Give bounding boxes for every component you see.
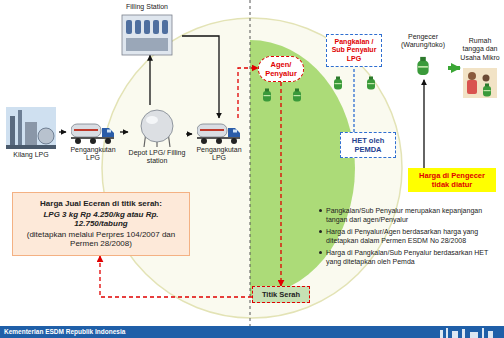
- node-text: Rumah tangga dan Usaha Mikro: [460, 37, 500, 62]
- flow-connector: [353, 67, 354, 132]
- cylinder-icon: [367, 77, 375, 90]
- flow-connector: [280, 82, 281, 286]
- transport-node: Pengangkutan LPG: [66, 118, 120, 164]
- node-text: LPG 3 kg Rp 4.250/kg atau Rp. 12.750/tab…: [19, 210, 183, 229]
- flow-connector: [423, 80, 424, 168]
- flow-connector: [120, 131, 128, 132]
- depot-node: Depot LPG/ Filling station: [128, 105, 186, 167]
- refinery-node: Kilang LPG: [3, 105, 59, 160]
- cylinder-icon: [334, 77, 342, 90]
- agent-box: Agen/ Penyalur: [258, 56, 304, 82]
- flow-connector: [186, 133, 192, 134]
- truck-picture: [71, 124, 114, 144]
- footer-skyline: [440, 328, 493, 338]
- flow-connector: [59, 131, 66, 132]
- node-text: Harga di Pengecer tidak diatur: [411, 171, 493, 189]
- flow-connector: [149, 55, 150, 105]
- filling-station-picture: [122, 15, 172, 55]
- node-text: Harga Jual Eceran di titik serah:: [19, 199, 183, 209]
- bullet-list: Pangkalan/Sub Penyalur merupakan kepanja…: [318, 206, 500, 270]
- region-circle: [102, 18, 402, 318]
- cylinder-icon: [263, 89, 271, 102]
- cylinder-icon: [417, 57, 428, 75]
- footer-bar: [0, 326, 504, 338]
- divider-line: [250, 0, 251, 326]
- flow-connector: [182, 36, 219, 118]
- node-text: Pangkalan / Sub Penyalur LPG: [330, 38, 378, 63]
- price-box: Harga Jual Eceran di titik serah:LPG 3 k…: [12, 192, 190, 256]
- node-text: Pengangkutan LPG: [66, 146, 120, 163]
- flow-connector: [238, 68, 258, 118]
- node-text: Pengangkutan LPG: [192, 146, 246, 163]
- retailer-node: Pengecer (Warung/toko): [398, 32, 448, 80]
- node-text: Depot LPG/ Filling station: [128, 149, 186, 166]
- footer-text: Kementerian ESDM Republik Indonesia: [4, 329, 125, 336]
- node-text: HET oleh PEMDA: [344, 136, 392, 154]
- node-text: Agen/ Penyalur: [262, 60, 300, 78]
- household-node: Rumah tangga dan Usaha Mikro: [460, 36, 500, 98]
- household-picture: [463, 68, 497, 98]
- bullet-note: Harga di Pangkalan/Sub Penyalur berdasar…: [318, 248, 500, 266]
- node-text: Filling Station: [112, 3, 182, 11]
- filling-station-node: Filling Station: [112, 2, 182, 55]
- transport-node: Pengangkutan LPG: [192, 118, 246, 164]
- handover-box: Titik Serah: [252, 286, 310, 303]
- note-box: Harga di Pengecer tidak diatur: [408, 168, 496, 192]
- green-region: [250, 40, 355, 296]
- flow-connector: [100, 256, 252, 297]
- bullet-note: Harga di Penyalur/Agen berdasarkan harga…: [318, 227, 500, 245]
- het-box: HET oleh PEMDA: [340, 132, 396, 158]
- base-box: Pangkalan / Sub Penyalur LPG: [326, 34, 382, 67]
- node-text: (ditetapkan melalui Perpres 104/2007 dan…: [19, 230, 183, 249]
- flow-connector: [448, 66, 460, 70]
- bullet-note: Pangkalan/Sub Penyalur merupakan kepanja…: [318, 206, 500, 224]
- node-text: Kilang LPG: [3, 151, 59, 159]
- refinery-picture: [6, 107, 56, 149]
- depot-picture: [141, 110, 173, 147]
- node-text: Pengecer (Warung/toko): [398, 33, 448, 50]
- cylinder-icon: [293, 89, 301, 102]
- node-text: Titik Serah: [256, 290, 306, 299]
- truck-picture: [197, 124, 240, 144]
